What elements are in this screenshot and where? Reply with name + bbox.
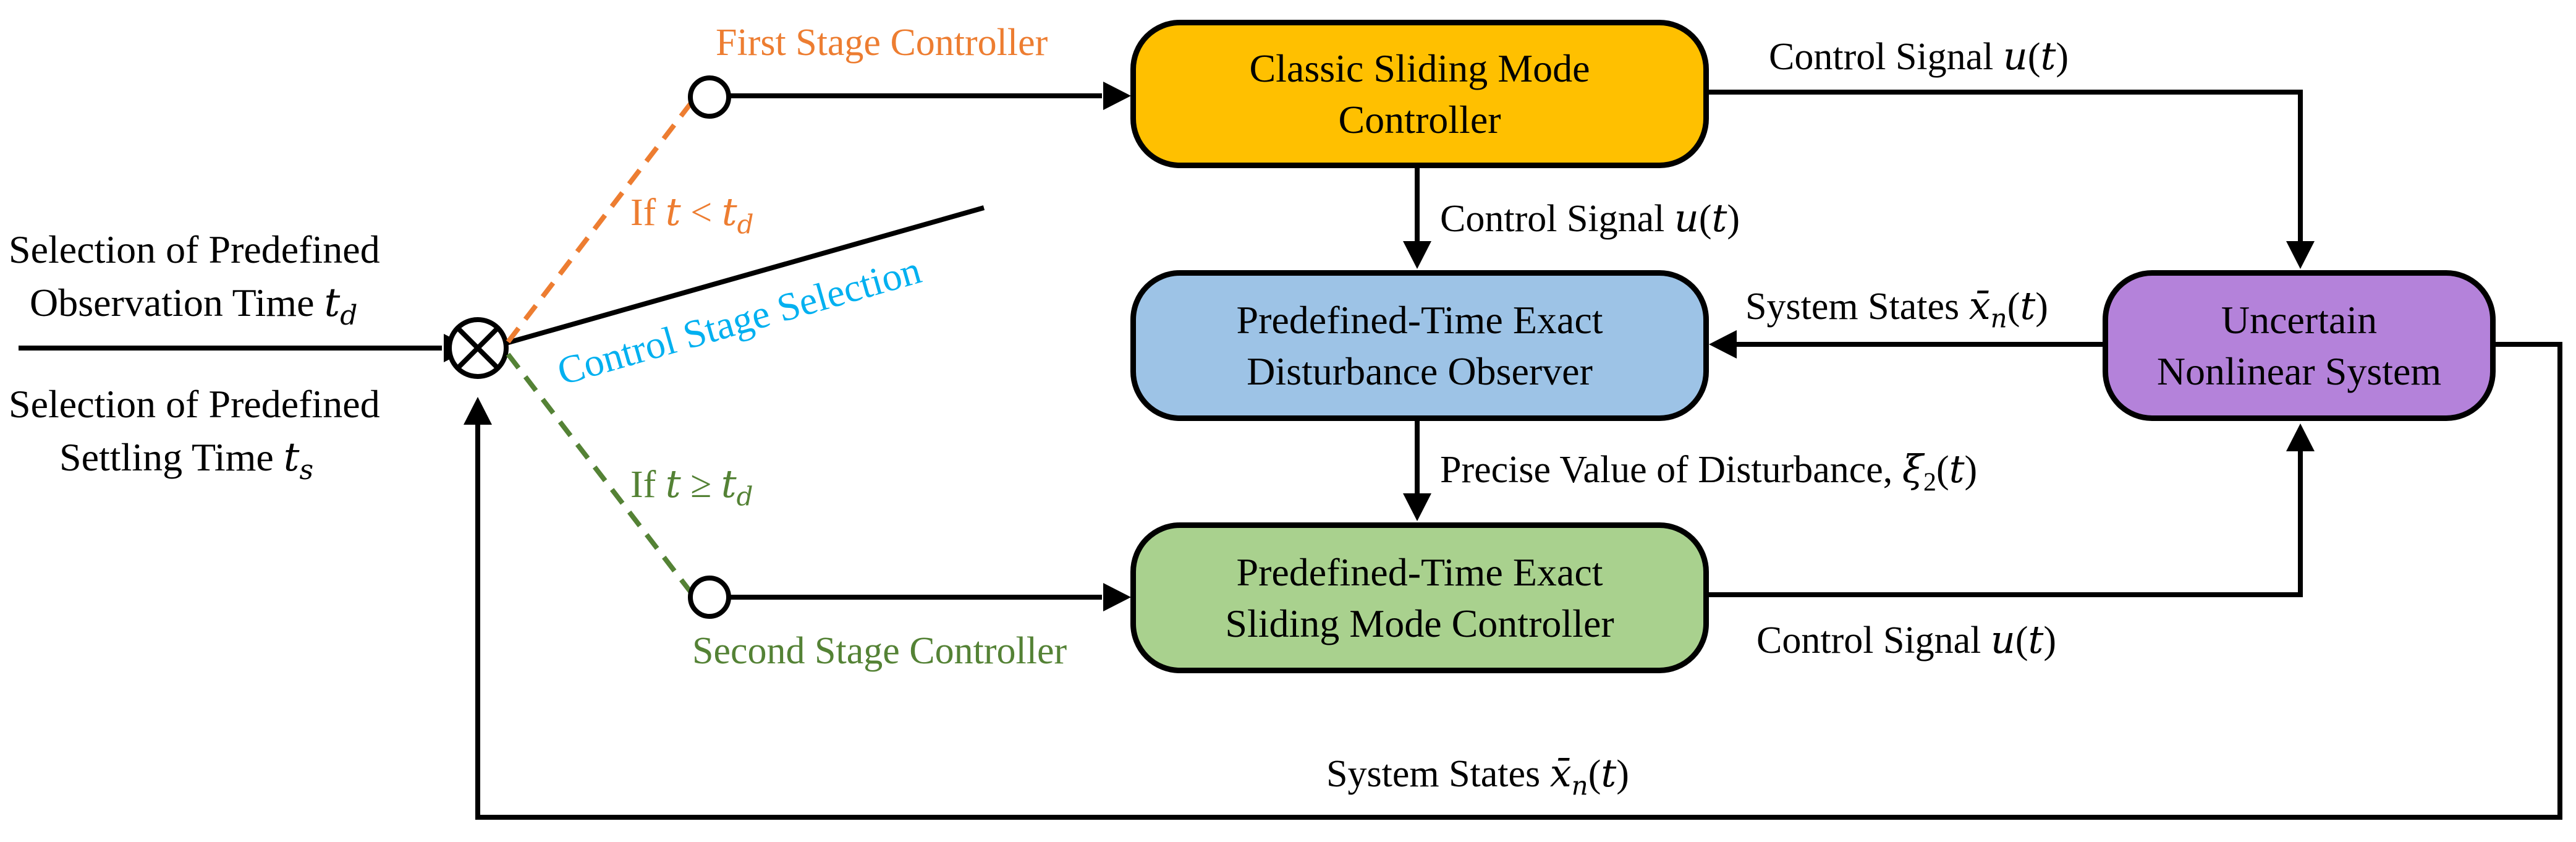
- settling-time-label-line-1: Selection of Predefined: [9, 382, 380, 426]
- disturbance-observer-block: Predefined-Time Exact Disturbance Observ…: [1130, 270, 1709, 421]
- exact-block-line-1: Predefined-Time Exact: [1236, 550, 1603, 594]
- observer-block-line-1: Predefined-Time Exact: [1236, 297, 1603, 342]
- classic-block-line-1: Classic Sliding Mode: [1249, 46, 1590, 90]
- exact-sliding-mode-controller-block: Predefined-Time Exact Sliding Mode Contr…: [1130, 522, 1709, 673]
- exact-block-line-2: Sliding Mode Controller: [1225, 602, 1614, 645]
- second-stage-branch: [506, 352, 693, 593]
- control-signal-label-top: Control Signal u(t): [1769, 33, 2069, 79]
- observer-block-line-2: Disturbance Observer: [1247, 349, 1593, 393]
- classic-sliding-mode-controller-block: Classic Sliding Mode Controller: [1130, 20, 1709, 168]
- system-states-label-bottom: System States x̄n(t): [1326, 751, 1629, 801]
- first-stage-condition: If t < td: [630, 189, 754, 240]
- second-stage-label: Second Stage Controller: [692, 630, 1067, 672]
- stage-selection-switch: [505, 205, 985, 346]
- settling-time-label-line-2: Settling Time ts: [59, 435, 314, 486]
- first-stage-terminal: [688, 75, 731, 119]
- observation-time-label-line-2: Observation Time td: [30, 280, 358, 331]
- observation-time-label-line-1: Selection of Predefined: [9, 228, 380, 271]
- control-signal-label-middle: Control Signal u(t): [1440, 195, 1740, 240]
- precise-disturbance-label: Precise Value of Disturbance, ξ2(t): [1440, 446, 1978, 497]
- control-signal-label-bottom: Control Signal u(t): [1756, 617, 2057, 662]
- system-block-line-2: Nonlinear System: [2156, 349, 2442, 393]
- first-stage-label: First Stage Controller: [716, 22, 1048, 64]
- first-stage-branch: [506, 102, 693, 344]
- uncertain-nonlinear-system-block: Uncertain Nonlinear System: [2103, 270, 2496, 421]
- classic-block-line-2: Controller: [1338, 98, 1501, 142]
- second-stage-condition: If t ≥ td: [630, 461, 753, 512]
- system-block-line-1: Uncertain: [2221, 297, 2378, 342]
- second-stage-terminal: [688, 576, 731, 619]
- system-states-label-right: System States x̄n(t): [1745, 283, 2048, 334]
